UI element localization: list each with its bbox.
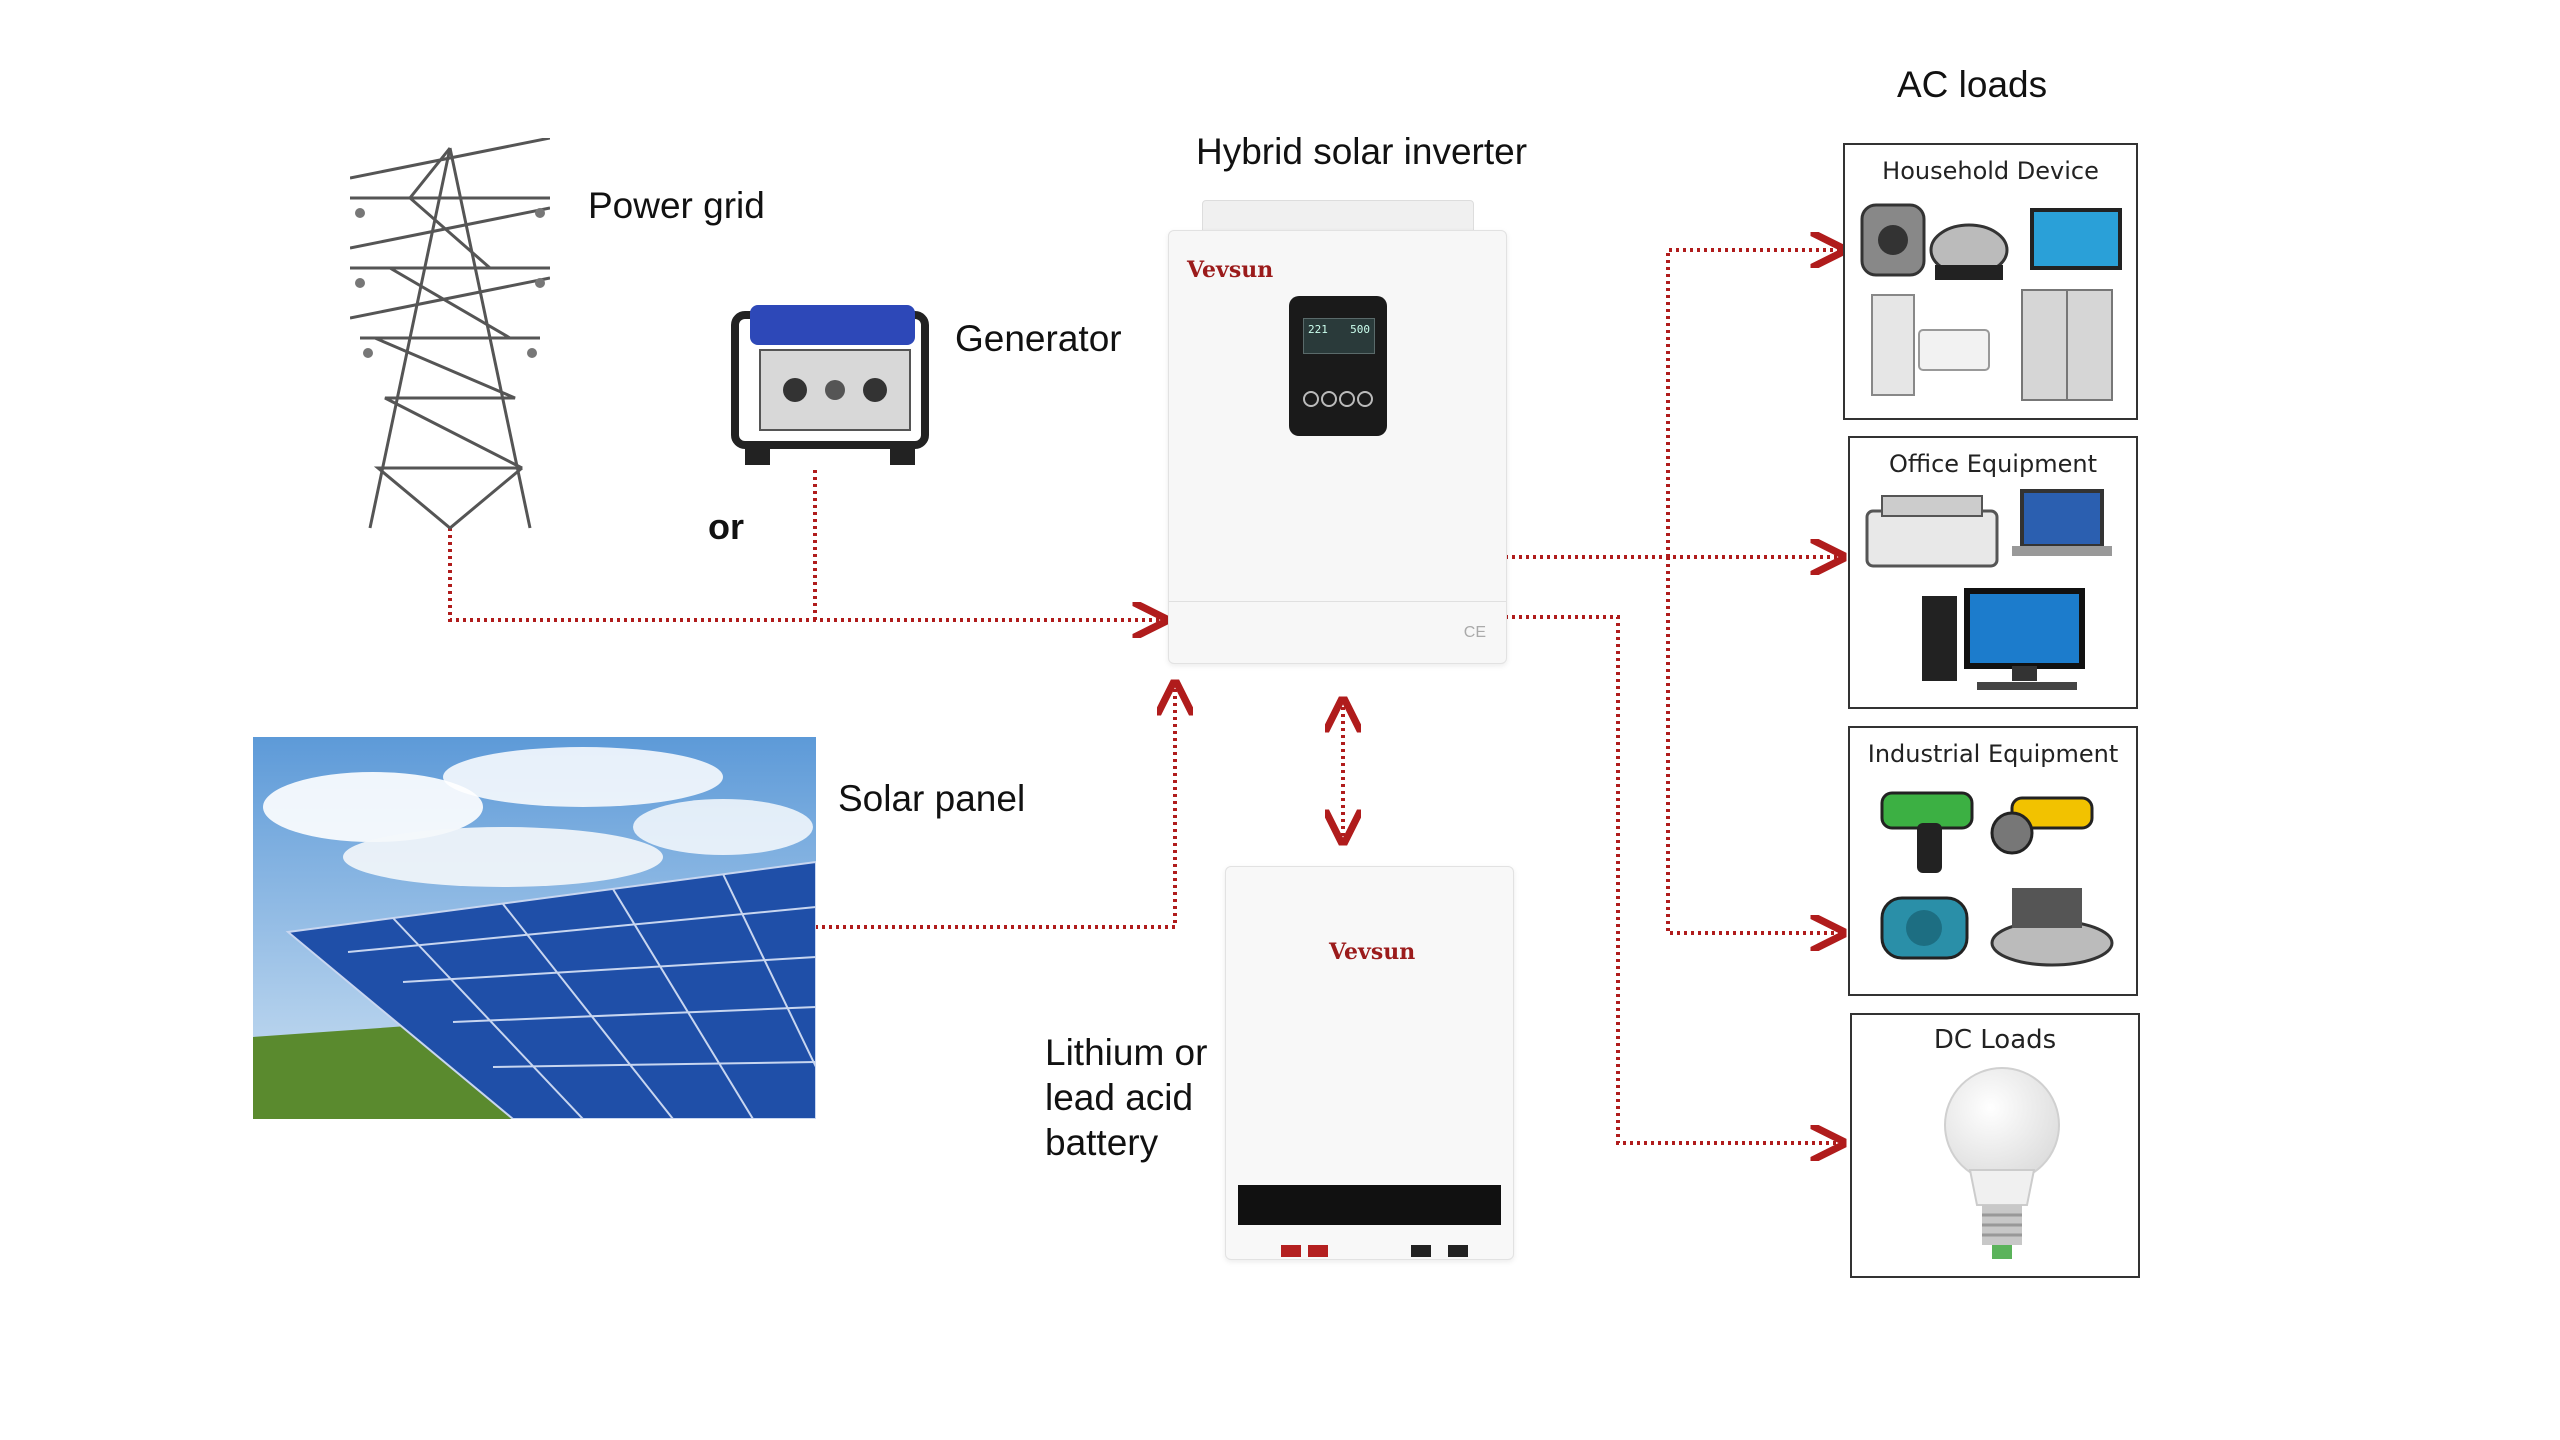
battery-unit: Vevsun bbox=[1225, 866, 1514, 1260]
power-grid-tower-icon bbox=[350, 138, 550, 530]
inverter-label: Hybrid solar inverter bbox=[1196, 131, 1528, 172]
generator-label: Generator bbox=[955, 318, 1122, 359]
battery-brand-logo: Vevsun bbox=[1329, 939, 1416, 965]
office-equipment-title: Office Equipment bbox=[1889, 450, 2097, 478]
household-branch-line bbox=[1666, 250, 1843, 557]
solar-panel-image bbox=[253, 737, 816, 1119]
industrial-equipment-title: Industrial Equipment bbox=[1867, 740, 2119, 768]
inverter-display-left: 221 bbox=[1308, 323, 1328, 336]
inverter-display-right: 500 bbox=[1350, 323, 1370, 336]
grid-to-inverter-line bbox=[448, 528, 1165, 620]
industrial-equipment-icon bbox=[1880, 791, 2114, 967]
or-label: or bbox=[708, 506, 744, 547]
office-equipment-icon bbox=[1865, 489, 2112, 690]
dc-loads-title: DC Loads bbox=[1933, 1025, 2057, 1055]
inverter-to-dc-line bbox=[1505, 615, 1843, 1143]
power-grid-label: Power grid bbox=[588, 185, 765, 226]
ac-loads-label: AC loads bbox=[1897, 64, 2048, 105]
inverter-brand-logo: Vevsun bbox=[1187, 257, 1274, 283]
solar-panel-label: Solar panel bbox=[838, 778, 1026, 819]
household-device-title: Household Device bbox=[1882, 157, 2099, 185]
industrial-equipment-box: Industrial Equipment bbox=[1848, 726, 2138, 996]
battery-label: Lithium or lead acid battery bbox=[1045, 1032, 1208, 1163]
office-equipment-box: Office Equipment bbox=[1848, 436, 2138, 709]
household-appliances-icon bbox=[1860, 203, 2122, 401]
dc-loads-box: DC Loads bbox=[1850, 1013, 2140, 1278]
generator-icon bbox=[731, 305, 929, 465]
solar-to-inverter-line bbox=[815, 683, 1175, 929]
inverter-display-panel: 221 500 bbox=[1289, 296, 1387, 436]
hybrid-inverter: Vevsun 221 500 CE bbox=[1168, 200, 1507, 664]
industrial-branch-line bbox=[1666, 557, 1843, 933]
household-device-box: Household Device bbox=[1843, 143, 2138, 420]
light-bulb-icon bbox=[1944, 1067, 2060, 1259]
